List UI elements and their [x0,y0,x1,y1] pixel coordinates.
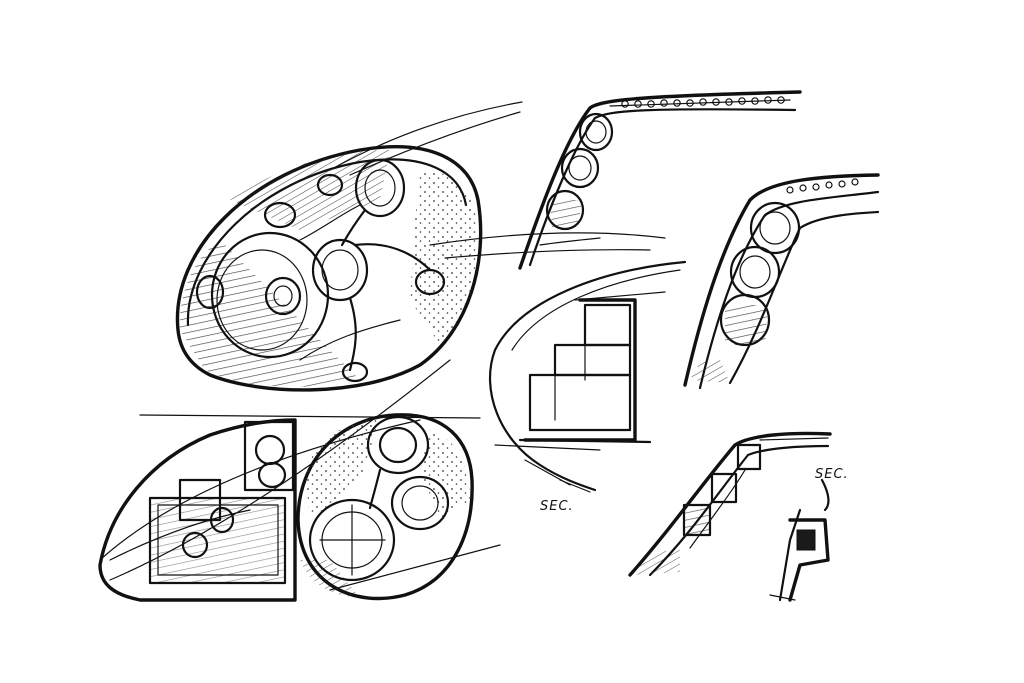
slim-headlamp-top [518,90,802,270]
section-view-right: SEC. [769,467,849,602]
section-label-center: SEC. [540,499,574,514]
headlamp-front-view-bottom [98,359,501,602]
headlamp-front-view-top [175,101,666,392]
slim-headlamp-bottom [628,431,832,577]
slim-headlamp-perspective [683,173,880,390]
section-view-center: SEC. [488,260,687,514]
section-label-right: SEC. [815,467,849,482]
